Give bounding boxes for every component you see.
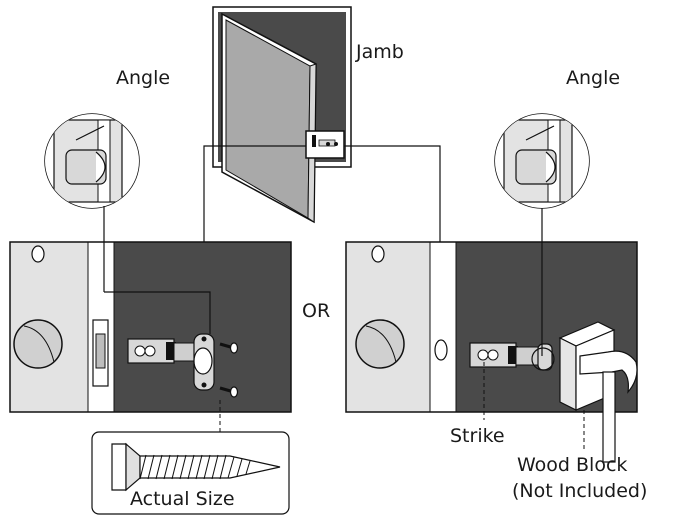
jamb-label: Jamb xyxy=(355,41,404,63)
hammer-icon xyxy=(579,350,638,463)
screw-bottom-icon xyxy=(219,386,239,398)
actual-size-screw-box xyxy=(91,431,290,515)
actual-size-label: Actual Size xyxy=(130,488,235,510)
screw-shank-icon xyxy=(139,455,281,479)
connector-right xyxy=(344,145,441,242)
right-door-edge-panel xyxy=(345,241,638,463)
strike-label: Strike xyxy=(450,425,505,447)
wood-block-label: Wood Block xyxy=(517,454,627,476)
angle-label-right: Angle xyxy=(566,67,620,89)
angle-label-left: Angle xyxy=(116,67,170,89)
door-jamb-illustration xyxy=(212,6,352,224)
screw-top-icon xyxy=(219,342,239,354)
right-angle-magnifier xyxy=(494,113,590,209)
left-door-edge-panel xyxy=(9,241,292,413)
or-label: OR xyxy=(302,300,330,322)
left-angle-magnifier xyxy=(44,113,140,209)
connector-left xyxy=(203,145,306,242)
not-included-label: (Not Included) xyxy=(512,480,647,502)
